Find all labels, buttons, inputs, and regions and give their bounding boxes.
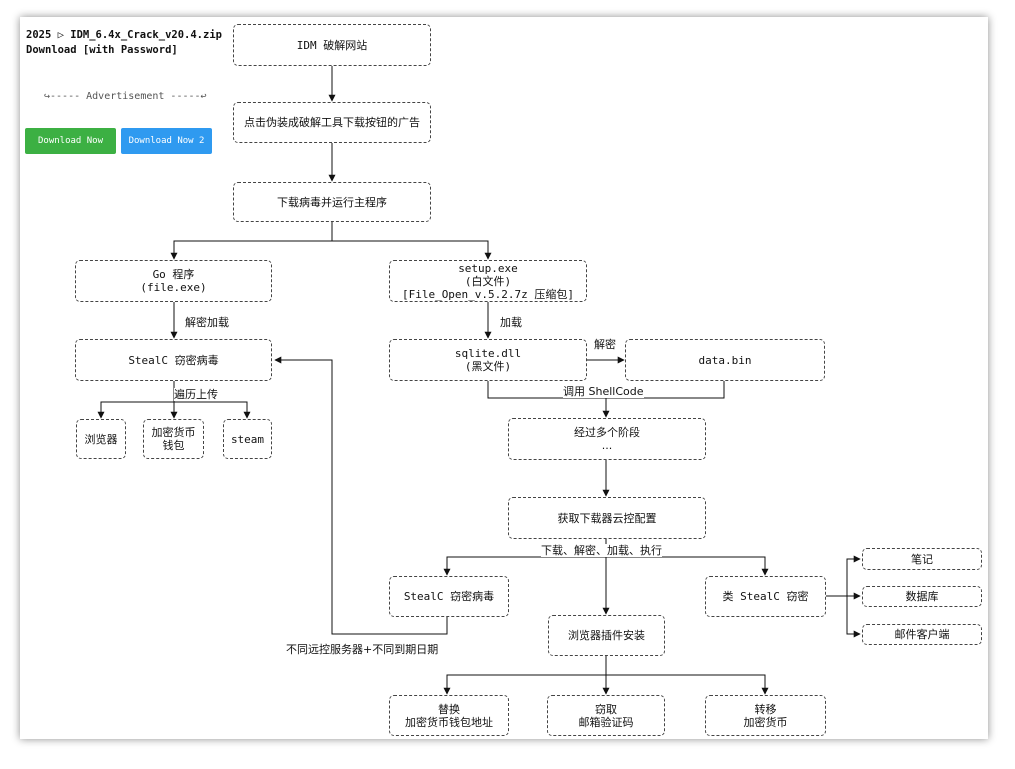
node-text-line: 加密货币: [743, 715, 788, 729]
edge-stealc-to-steam: [174, 401, 251, 419]
node-text-line: 转移: [754, 702, 777, 716]
node-text-line: StealC 窃密病毒: [403, 590, 495, 603]
node-browser: 浏览器: [76, 419, 126, 459]
node-text-line: 邮箱验证码: [578, 715, 634, 729]
node-text-line: 笔记: [911, 552, 933, 566]
edge-label-decrypt-load: 解密加载: [185, 316, 229, 329]
node-text-line: 经过多个阶段: [574, 426, 640, 439]
ad-title-line1: 2025 ▷ IDM_6.4x_Crack_v20.4.zip: [26, 29, 222, 41]
node-replace-address: 替换加密货币钱包地址: [389, 695, 509, 736]
node-text-line: (file.exe): [140, 281, 207, 294]
edge-like-to-mail: [846, 596, 861, 638]
node-text-line: 窃取: [595, 702, 617, 716]
node-text-line: 邮件客户端: [894, 628, 950, 641]
node-steal-code: 窃取邮箱验证码: [547, 695, 665, 736]
node-text-line: IDM 破解网站: [296, 38, 368, 52]
node-text-line: 加密货币: [151, 426, 196, 439]
edge-stealc-to-browser: [97, 381, 175, 419]
edge-download-split: [170, 222, 333, 260]
node-text-line: 获取下载器云控配置: [557, 511, 657, 525]
node-stealc-bottom: StealC 窃密病毒: [389, 576, 509, 617]
edge-like-to-notes: [846, 555, 861, 596]
node-text-line: sqlite.dll: [454, 347, 522, 360]
edge-plugin-to-transfer: [606, 674, 769, 695]
edge-label-load: 加载: [500, 316, 522, 329]
edge-label-different-servers: 不同远控服务器+不同到期日期: [286, 643, 439, 656]
ad-title-line2: Download [with Password]: [26, 44, 178, 56]
node-notes: 笔记: [862, 548, 982, 570]
node-text-line: (黑文件): [464, 360, 512, 373]
download-now-2-button[interactable]: Download Now 2: [121, 128, 212, 154]
node-text-line: data.bin: [698, 353, 752, 367]
edge-plugin-split: [443, 656, 607, 695]
node-text-line: 下载病毒并运行主程序: [277, 195, 387, 209]
node-browser-plugin: 浏览器插件安装: [548, 615, 665, 656]
node-sqlite-dll: sqlite.dll(黑文件): [389, 339, 587, 381]
node-text-line: ...: [601, 439, 613, 452]
edge-config-to-stealc-like: [606, 556, 769, 576]
node-database: 数据库: [862, 586, 982, 607]
node-click-ad: 点击伪装成破解工具下载按钮的广告: [233, 102, 431, 143]
node-crypto-wallet: 加密货币钱包: [143, 419, 204, 459]
node-text-line: 钱包: [162, 439, 185, 452]
node-idm-site: IDM 破解网站: [233, 24, 431, 66]
edge-stealc-bottom-loop: [274, 356, 448, 635]
node-multi-stage: 经过多个阶段...: [508, 418, 706, 460]
node-text-line: 浏览器: [84, 432, 118, 446]
node-setup-exe: setup.exe(白文件)[File_Open_v.5.2.7z 压缩包]: [389, 260, 587, 302]
node-text-line: setup.exe: [458, 261, 518, 275]
node-steam: steam: [223, 419, 272, 459]
edge-label-decrypt: 解密: [594, 338, 616, 351]
node-mail-client: 邮件客户端: [862, 624, 982, 645]
node-text-line: (白文件): [464, 274, 512, 288]
edge-label-download-decrypt-load-exec: 下载、解密、加载、执行: [541, 544, 662, 557]
node-go-program: Go 程序(file.exe): [75, 260, 272, 302]
node-text-line: [File_Open_v.5.2.7z 压缩包]: [401, 287, 575, 301]
node-text-line: steam: [230, 432, 265, 446]
node-transfer: 转移加密货币: [705, 695, 826, 736]
node-download-run: 下载病毒并运行主程序: [233, 182, 431, 222]
node-text-line: StealC 窃密病毒: [128, 353, 219, 367]
edge-label-traverse-upload: 遍历上传: [174, 388, 218, 401]
node-text-line: 浏览器插件安装: [568, 629, 645, 642]
edge-download-to-setup: [332, 240, 492, 260]
node-text-line: 类 StealC 窃密: [722, 590, 809, 603]
node-stealc-top: StealC 窃密病毒: [75, 339, 272, 381]
node-data-bin: data.bin: [625, 339, 825, 381]
node-text-line: 加密货币钱包地址: [405, 715, 493, 729]
node-text-line: Go 程序: [152, 268, 195, 281]
node-text-line: 替换: [438, 702, 460, 716]
node-text-line: 点击伪装成破解工具下载按钮的广告: [244, 116, 420, 129]
node-text-line: 数据库: [905, 590, 939, 603]
node-stealc-like: 类 StealC 窃密: [705, 576, 826, 617]
ad-title: 2025 ▷ IDM_6.4x_Crack_v20.4.zip Download…: [26, 28, 222, 58]
advertisement-label: ↪----- Advertisement -----↩: [44, 91, 207, 102]
node-fetch-config: 获取下载器云控配置: [508, 497, 706, 539]
edge-label-call-shellcode: 调用 ShellCode: [563, 385, 644, 398]
download-now-button[interactable]: Download Now: [25, 128, 116, 154]
